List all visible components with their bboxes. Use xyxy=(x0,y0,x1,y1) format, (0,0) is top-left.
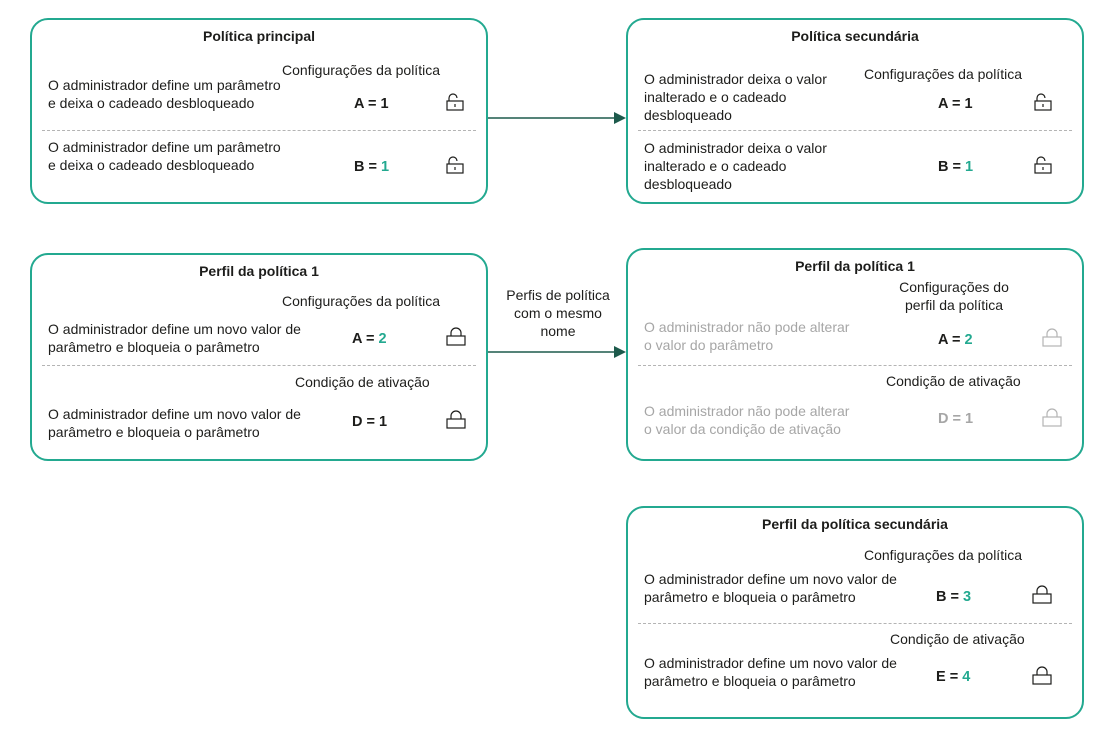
section-header: Condição de ativação xyxy=(295,374,430,390)
main-policy-box: Política principal Configurações da polí… xyxy=(30,18,488,204)
section-header: Configurações da política xyxy=(864,547,1022,563)
profile-title: Perfil da política 1 xyxy=(795,258,915,274)
parameter-value: A = 2 xyxy=(352,331,387,347)
parameter-value: D = 1 xyxy=(938,411,974,427)
lock-open-icon xyxy=(1033,92,1055,112)
lock-open-icon xyxy=(1033,155,1055,175)
lock-closed-icon xyxy=(445,327,467,347)
parameter-value: A = 2 xyxy=(938,332,973,348)
profile-title: Perfil da política secundária xyxy=(762,516,948,532)
parameter-value: B = 1 xyxy=(938,159,974,175)
row-description: O administrador deixa o valor inalterado… xyxy=(644,140,827,192)
secondary-policy-title: Política secundária xyxy=(791,28,919,44)
section-header: Condição de ativação xyxy=(890,631,1025,647)
main-policy-title: Política principal xyxy=(202,28,316,44)
secondary-policy-box: Política secundária Configurações da pol… xyxy=(626,18,1084,204)
row-description: O administrador deixa o valor inalterado… xyxy=(644,71,827,123)
parameter-value: A = 1 xyxy=(354,96,389,112)
section-header: Condição de ativação xyxy=(886,373,1021,389)
parameter-value: A = 1 xyxy=(938,96,973,112)
row-description: O administrador define um novo valor de … xyxy=(644,655,897,689)
lock-closed-icon xyxy=(1031,585,1053,605)
row-description: O administrador não pode alterar o valor… xyxy=(644,319,850,353)
row-description: O administrador define um novo valor de … xyxy=(48,406,301,440)
section-header: Configurações da política xyxy=(282,293,440,309)
profile-title: Perfil da política 1 xyxy=(199,263,319,279)
parameter-value: D = 1 xyxy=(352,414,388,430)
lock-open-icon xyxy=(445,92,467,112)
row-description: O administrador define um parâmetro e de… xyxy=(48,139,281,173)
section-header: Configurações do perfil da política xyxy=(899,279,1009,313)
parameter-value: E = 4 xyxy=(936,669,971,685)
section-header: Configurações da política xyxy=(282,62,440,78)
parameter-value: B = 1 xyxy=(354,159,390,175)
lock-open-icon xyxy=(445,155,467,175)
inherited-profile-box: Perfil da política 1 Configurações do pe… xyxy=(626,248,1084,461)
row-description: O administrador define um parâmetro e de… xyxy=(48,77,281,111)
row-description: O administrador define um novo valor de … xyxy=(48,321,301,355)
row-description: O administrador define um novo valor de … xyxy=(644,571,897,605)
secondary-policy-profile-box: Perfil da política secundária Configuraç… xyxy=(626,506,1084,719)
lock-closed-icon xyxy=(1041,408,1063,428)
arrow-label: Perfis de política com o mesmo nome xyxy=(506,287,610,339)
parameter-value: B = 3 xyxy=(936,589,972,605)
main-policy-profile-box: Perfil da política 1 Configurações da po… xyxy=(30,253,488,461)
lock-closed-icon xyxy=(1031,666,1053,686)
row-divider xyxy=(638,365,1072,366)
row-divider xyxy=(42,365,476,366)
row-divider xyxy=(42,130,476,131)
inheritance-arrow xyxy=(488,112,626,124)
lock-closed-icon xyxy=(1041,328,1063,348)
row-description: O administrador não pode alterar o valor… xyxy=(644,403,850,437)
row-divider xyxy=(638,623,1072,624)
profile-match-arrow xyxy=(488,346,626,358)
lock-closed-icon xyxy=(445,410,467,430)
section-header: Configurações da política xyxy=(864,66,1022,82)
row-divider xyxy=(638,130,1072,131)
